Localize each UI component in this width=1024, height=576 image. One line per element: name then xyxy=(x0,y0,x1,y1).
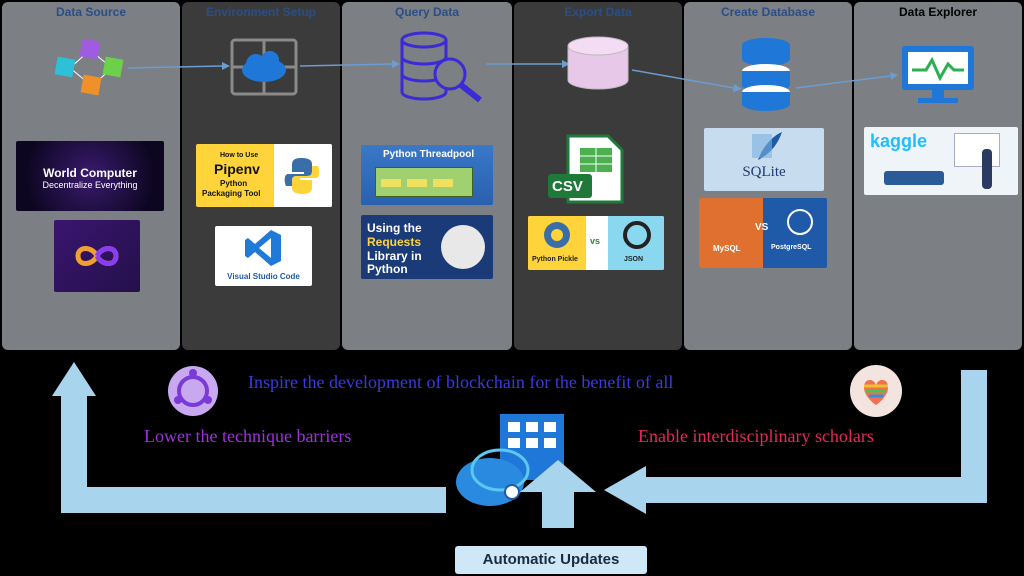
stage-title: Create Database xyxy=(720,5,816,19)
database-cylinder-icon xyxy=(567,36,629,90)
card-text: Packaging Tool xyxy=(202,189,261,198)
flow-connector xyxy=(795,75,891,89)
requests-logo-icon xyxy=(441,225,485,269)
card-text: Using the xyxy=(367,221,422,235)
csv-card: CSV xyxy=(546,134,628,204)
python-logo-icon xyxy=(284,158,320,194)
mysql-postgres-card: MySQL VS PostgreSQL xyxy=(699,198,827,268)
card-text: Python xyxy=(220,179,248,188)
top-flow-layer xyxy=(54,31,974,111)
card-title: kaggle xyxy=(870,131,928,151)
database-stack-icon xyxy=(742,38,790,111)
stage-title: Data Explorer xyxy=(898,5,978,19)
arrowhead-left-icon xyxy=(604,466,646,514)
infinity-icon xyxy=(75,246,119,266)
database-search-icon xyxy=(400,31,482,103)
card-label: Python Pickle xyxy=(532,256,578,263)
vscode-icon xyxy=(245,230,281,266)
stage-title: Environment Setup xyxy=(205,5,316,19)
lower-barriers-message: Lower the technique barriers xyxy=(144,426,352,446)
card-title: World Computer xyxy=(43,166,137,180)
card-text: VS xyxy=(755,222,769,233)
vscode-card: Visual Studio Code xyxy=(215,226,312,286)
pickle-json-card: Python Pickle vs JSON xyxy=(528,216,664,270)
enable-scholars-message: Enable interdisciplinary scholars xyxy=(638,426,874,446)
stage-title: Export Data xyxy=(564,5,632,19)
arrowhead-up-icon xyxy=(52,362,96,396)
flow-connector xyxy=(127,65,223,69)
rainbow-heart-icon xyxy=(850,365,902,417)
card-text: How to Use xyxy=(220,152,259,159)
pipenv-card: How to Use Pipenv Python Packaging Tool xyxy=(196,144,332,207)
csv-file-icon xyxy=(548,134,624,204)
card-label: JSON xyxy=(624,256,644,263)
card-subtitle: Decentralize Everything xyxy=(42,180,138,190)
stage-title: Data Source xyxy=(55,5,127,19)
card-text: Requests xyxy=(367,235,422,249)
inspire-message: Inspire the development of blockchain fo… xyxy=(248,372,674,392)
stage-title: Query Data xyxy=(394,5,460,19)
requests-card: Using the Requests Library in Python xyxy=(361,215,493,279)
infinity-logo-card xyxy=(54,220,140,292)
flow-connector xyxy=(631,69,735,89)
kaggle-card: kaggle xyxy=(864,127,1018,195)
card-label: PostgreSQL xyxy=(771,244,812,251)
card-text: Library in xyxy=(367,249,422,263)
world-computer-card: World Computer Decentralize Everything xyxy=(16,141,164,211)
card-label: MySQL xyxy=(713,244,741,253)
monitor-chart-icon xyxy=(902,46,974,103)
cloud-grid-icon xyxy=(230,38,298,96)
card-title: Pipenv xyxy=(214,161,260,177)
sqlite-card: SQLite xyxy=(704,128,824,191)
card-title: Python Threadpool xyxy=(383,149,475,160)
card-label: CSV xyxy=(552,178,583,195)
card-label: SQLite xyxy=(742,164,786,180)
json-logo-icon xyxy=(623,221,651,249)
flow-connector xyxy=(299,63,393,67)
loop-arrow-left xyxy=(61,396,446,513)
card-text: Python xyxy=(367,262,408,276)
card-label: Visual Studio Code xyxy=(227,272,300,281)
cubes-icon xyxy=(54,38,124,96)
sqlite-feather-icon xyxy=(752,132,782,160)
card-text: vs xyxy=(590,236,601,246)
automatic-updates-label: Automatic Updates xyxy=(455,546,647,574)
python-logo-icon xyxy=(544,222,570,248)
purple-ring-icon xyxy=(168,366,218,416)
cloud-building-icon xyxy=(456,414,596,528)
threadpool-card: Python Threadpool xyxy=(361,145,493,205)
elephant-icon xyxy=(787,209,813,235)
